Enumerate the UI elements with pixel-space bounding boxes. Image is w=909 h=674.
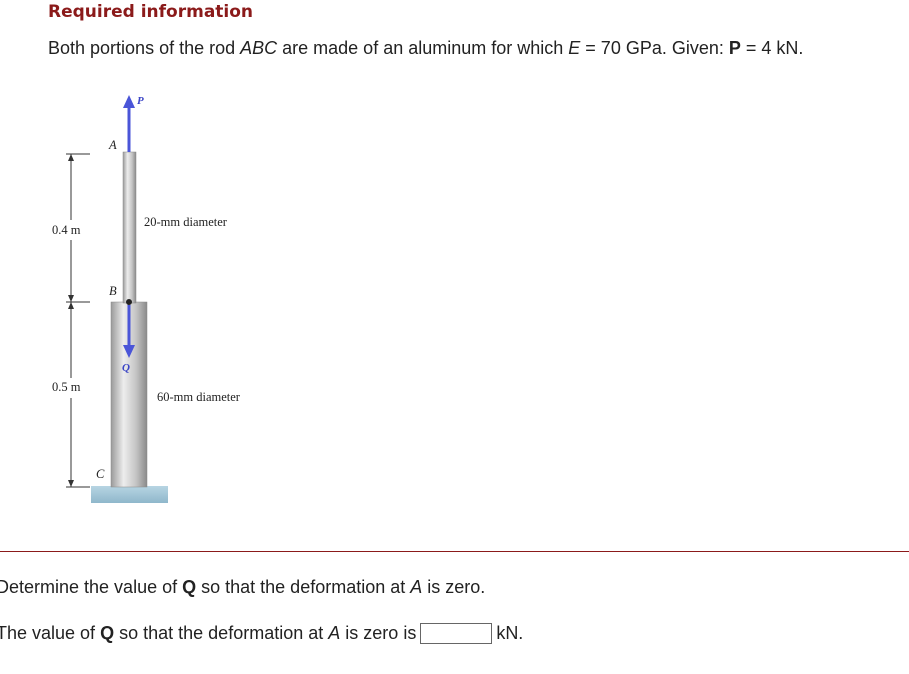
p-symbol: P	[728, 38, 741, 58]
label-p: P	[137, 95, 144, 107]
lower-diameter-label: 60-mm diameter	[157, 390, 240, 404]
label-a: A	[109, 138, 117, 152]
dim-top-label: 0.4 m	[52, 223, 81, 237]
answer-input[interactable]	[420, 623, 493, 644]
question-middle: so that the deformation at	[196, 577, 411, 597]
question-text: Determine the value of Q so that the def…	[0, 577, 485, 598]
intro-middle: are made of an aluminum for which	[277, 38, 569, 58]
section-divider	[0, 551, 909, 552]
answer-row: The value of Q so that the deformation a…	[0, 623, 523, 644]
e-value: = 70 GPa. Given:	[580, 38, 729, 58]
dimension-arrowheads	[68, 154, 74, 487]
rod-figure	[66, 95, 168, 503]
force-q-arrow	[123, 305, 135, 358]
answer-prefix: The value of	[0, 623, 96, 643]
p-value: = 4 kN.	[740, 38, 804, 58]
label-q: Q	[122, 362, 130, 374]
label-c: C	[96, 467, 105, 481]
intro-prefix: Both portions of the rod	[48, 38, 241, 58]
question-q-symbol: Q	[182, 577, 197, 597]
answer-q-symbol: Q	[100, 623, 115, 643]
answer-suffix: is zero is	[345, 623, 417, 643]
dimension-lines	[66, 153, 90, 488]
answer-middle: so that the deformation at	[119, 623, 324, 643]
problem-statement: Both portions of the rod ABC are made of…	[48, 38, 803, 59]
label-b: B	[109, 284, 117, 298]
rod-name: ABC	[240, 38, 278, 58]
question-suffix: is zero.	[422, 577, 486, 597]
question-a-symbol: A	[410, 577, 423, 597]
answer-a-symbol: A	[328, 623, 341, 643]
force-p-arrow	[123, 95, 135, 152]
point-b-dot	[126, 299, 132, 305]
answer-unit: kN.	[496, 623, 524, 643]
e-symbol: E	[568, 38, 581, 58]
page-title: Required information	[48, 2, 254, 22]
question-prefix: Determine the value of	[0, 577, 183, 597]
upper-rod	[122, 151, 137, 304]
ground-base	[91, 486, 168, 503]
upper-diameter-label: 20-mm diameter	[144, 215, 227, 229]
dim-bottom-label: 0.5 m	[52, 380, 81, 394]
